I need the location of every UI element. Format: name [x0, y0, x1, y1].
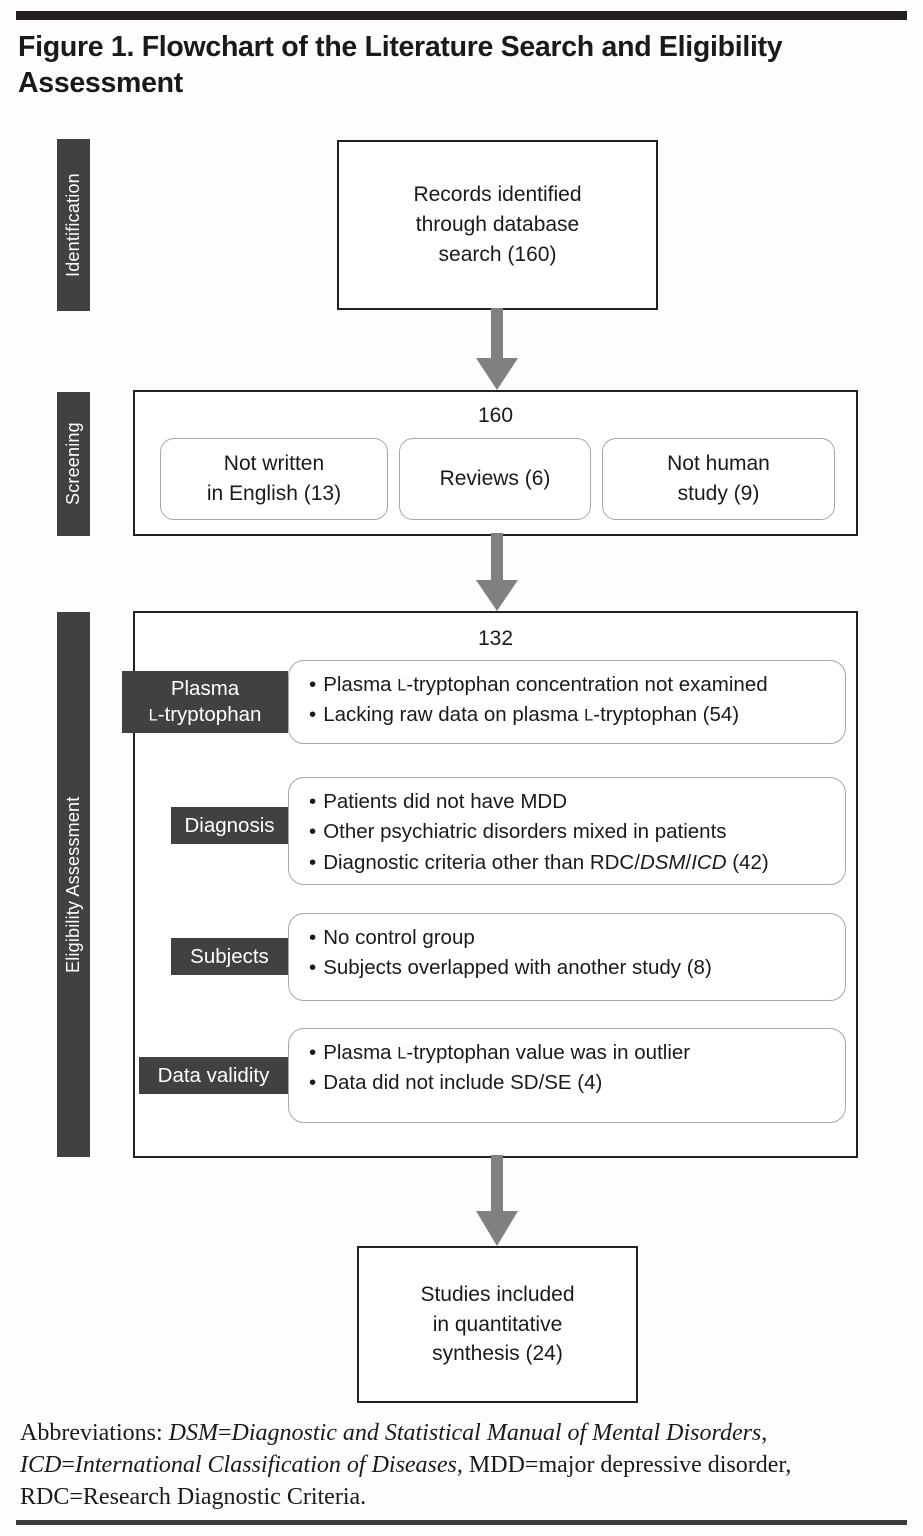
page-title: Figure 1. Flowchart of the Literature Se… — [18, 31, 783, 100]
criterion-tag-plasma-l-tryptophan: Plasma L-tryptophan — [122, 671, 288, 733]
records-identified-box: Records identified through database sear… — [337, 140, 658, 310]
screening-excl-2-line1: Not human — [667, 452, 770, 476]
included-line-1: Studies included — [420, 1282, 575, 1306]
footnote-eq-4: = — [69, 1483, 83, 1510]
criterion-1-bullets: Patients did not have MDD Other psychiat… — [309, 787, 829, 878]
criterion-2-bullet-1: Subjects overlapped with another study (… — [309, 953, 829, 983]
criterion-2-bullets: No control group Subjects overlapped wit… — [309, 923, 829, 984]
studies-included-text: Studies included in quantitative synthes… — [420, 1280, 574, 1369]
footnote-icd-abbr: ICD — [20, 1451, 62, 1478]
criterion-0-bullet-0: Plasma L-tryptophan concentration not ex… — [309, 670, 829, 700]
footnote-eq-2: = — [61, 1451, 75, 1478]
eligibility-criterion-box-3: Plasma L-tryptophan value was in outlier… — [288, 1028, 846, 1123]
included-line-3: synthesis (24) — [432, 1342, 563, 1366]
records-line-3: search (160) — [438, 242, 557, 266]
footnote-dsm-abbr: DSM — [168, 1420, 218, 1446]
included-line-2: in quantitative — [432, 1312, 563, 1336]
criterion-3-bullets: Plasma L-tryptophan value was in outlier… — [309, 1038, 829, 1099]
eligibility-criterion-box-2: No control group Subjects overlapped wit… — [288, 913, 846, 1001]
records-line-2: through database — [415, 213, 580, 237]
stage-label-identification: Identification — [57, 139, 90, 311]
criterion-3-bullet-1: Data did not include SD/SE (4) — [309, 1068, 829, 1098]
screening-container: 160 Not written in English (13) Reviews … — [133, 390, 858, 536]
footnote-eq-1: = — [217, 1420, 232, 1446]
screening-excl-0-line1: Not written — [223, 452, 325, 476]
eligibility-criterion-box-1: Patients did not have MDD Other psychiat… — [288, 777, 846, 885]
arrow-identification-to-screening — [476, 308, 518, 390]
criterion-tag-data-validity: Data validity — [139, 1057, 288, 1094]
studies-included-box: Studies included in quantitative synthes… — [357, 1246, 638, 1403]
screening-excl-0-line2: in English (13) — [206, 482, 342, 505]
screening-count: 160 — [477, 404, 514, 427]
criterion-tag-diagnosis: Diagnosis — [171, 807, 288, 844]
records-identified-text: Records identified through database sear… — [413, 180, 581, 269]
criterion-0-tag-line2: L-tryptophan — [148, 703, 262, 726]
arrow-eligibility-to-included — [476, 1155, 518, 1246]
screening-exclusion-box-1: Reviews (6) — [399, 438, 591, 520]
footnote-rdc-abbr: RDC — [20, 1483, 70, 1510]
footnote-mdd-abbr: MDD — [468, 1451, 525, 1478]
criterion-3-tag-line1: Data validity — [157, 1063, 270, 1087]
stage-label-eligibility: Eligibility Assessment — [57, 612, 90, 1157]
abbreviations-footnote: Abbreviations: DSM=Diagnostic and Statis… — [20, 1420, 792, 1510]
criterion-1-bullet-1: Other psychiatric disorders mixed in pat… — [309, 817, 829, 847]
footnote-rdc-expansion: Research Diagnostic Criteria — [82, 1483, 361, 1510]
screening-exclusion-box-0: Not written in English (13) — [160, 438, 388, 520]
criterion-2-bullet-0: No control group — [309, 923, 829, 953]
eligibility-count: 132 — [477, 627, 514, 650]
top-rule — [16, 11, 907, 20]
criterion-0-bullet-1: Lacking raw data on plasma L-tryptophan … — [309, 700, 829, 730]
footnote-mdd-expansion: major depressive disorder — [538, 1451, 786, 1478]
criterion-0-tag-line1: Plasma — [170, 677, 240, 701]
footnote-dsm-expansion: Diagnostic and Statistical Manual of Men… — [231, 1420, 762, 1446]
stage-label-screening: Screening — [57, 392, 90, 536]
arrow-screening-to-eligibility — [476, 533, 518, 611]
records-line-1: Records identified — [413, 183, 582, 207]
footnote-icd-expansion: International Classification of Diseases — [74, 1451, 457, 1478]
footnote-lead: Abbreviations: — [20, 1420, 163, 1446]
screening-excl-2-line2: study (9) — [677, 482, 760, 505]
screening-exclusion-box-2: Not human study (9) — [602, 438, 835, 520]
criterion-3-bullet-0: Plasma L-tryptophan value was in outlier — [309, 1038, 829, 1068]
footnote-eq-3: = — [524, 1451, 539, 1478]
screening-excl-1-line1: Reviews (6) — [439, 467, 551, 491]
criterion-tag-subjects: Subjects — [171, 938, 288, 975]
bottom-rule — [16, 1520, 907, 1525]
eligibility-criterion-box-0: Plasma L-tryptophan concentration not ex… — [288, 660, 846, 744]
criterion-0-bullets: Plasma L-tryptophan concentration not ex… — [309, 670, 829, 731]
criterion-1-bullet-2: Diagnostic criteria other than RDC/DSM/I… — [309, 848, 829, 878]
criterion-1-bullet-0: Patients did not have MDD — [309, 787, 829, 817]
criterion-2-tag-line1: Subjects — [190, 944, 269, 968]
criterion-1-tag-line1: Diagnosis — [184, 813, 275, 837]
